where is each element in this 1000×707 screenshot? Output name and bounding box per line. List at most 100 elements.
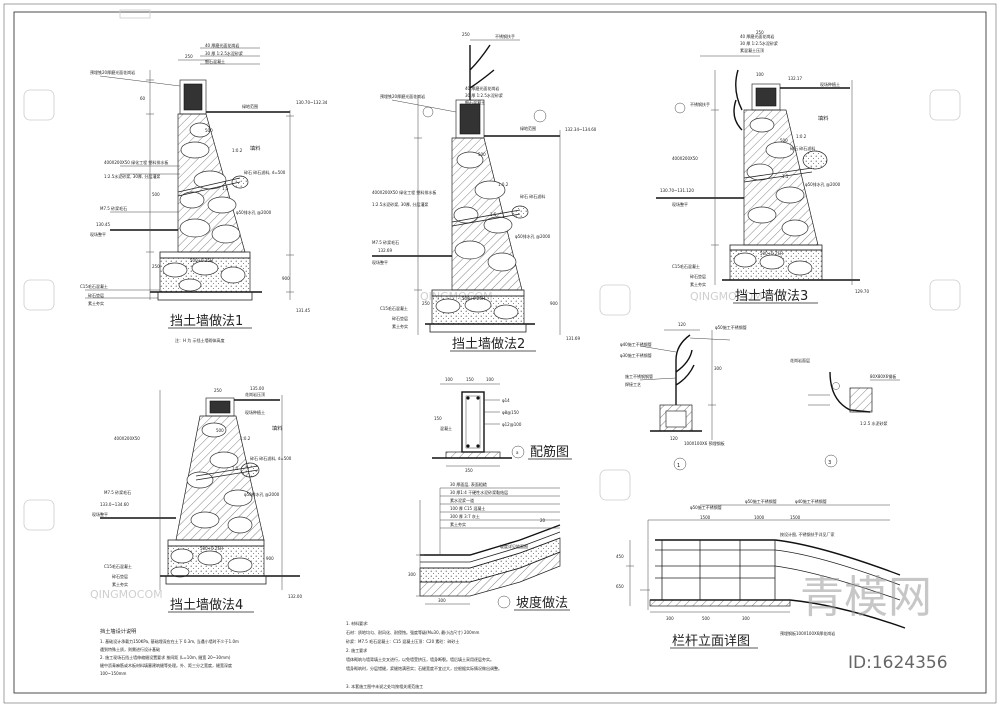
- svg-text:a: a: [516, 450, 519, 455]
- s2-label-11: 现场整平: [372, 259, 388, 265]
- s4-label-9: 碎石垫层: [112, 573, 128, 579]
- notes-mid-line-5: 墙身砌筑时，分层错缝，浆缝饱满密实；石缝宽度不宜过大，应根据实际情况做出调整。: [346, 665, 502, 671]
- handrail-node-1: [639, 329, 731, 471]
- s3-elev-1: 130.70~131.120: [660, 188, 694, 193]
- slope-surface: [420, 524, 561, 556]
- s3-label-0: 40 厚磨光面花岗岩: [740, 33, 774, 39]
- s2-label-4: 预埋铁20厚磨光面花岗岩: [380, 93, 425, 99]
- re-dim-5: 650: [616, 584, 624, 589]
- section-1-wall: [85, 47, 294, 301]
- watermark-logo-text: 青模网: [800, 572, 932, 623]
- s1-title: 挡土墙做法1: [170, 314, 243, 329]
- re-dim-4: 300: [742, 616, 750, 621]
- slope-label-1: 30 厚1:4 干硬性水泥砂浆黏结层: [450, 489, 508, 495]
- s4-elev-1: 133.0~134.60: [100, 502, 129, 507]
- slope-dim-1: 300: [408, 572, 416, 577]
- hr-label-2: φ30施工不锈钢管: [620, 352, 652, 358]
- hr-label-3: 施工不锈钢钢管: [625, 373, 653, 379]
- watermark-id: ID:1624356: [848, 653, 948, 673]
- s3-dim-5: 1:0.2: [796, 134, 807, 139]
- slope-label-2: 素水泥浆一道: [450, 497, 474, 503]
- s2-title: 挡土墙做法2: [452, 337, 525, 352]
- s4-dim-1: 500: [216, 428, 224, 433]
- s1-label-0: 40 厚磨光面花岗岩: [205, 42, 239, 48]
- s2-label-13: 碎石垫层: [392, 315, 408, 321]
- railing-elevation-labels: φ50施工不锈钢管 φ50施工不锈钢管 φ40施工不锈钢管 按设计图, 不锈钢扶…: [616, 498, 835, 649]
- s1-label-12: C15毛石混凝土: [80, 283, 108, 289]
- s3-title: 挡土墙做法3: [735, 289, 808, 304]
- s4-dim-5: 900: [266, 556, 274, 561]
- rebar-label-1: φ8@150: [502, 410, 519, 415]
- s2-elev-1: 132.69: [378, 248, 392, 253]
- s2-dim-6: 1:0.2: [498, 182, 509, 187]
- s3-elev-0: 132.17: [788, 76, 802, 81]
- s1-dim-8: 900: [282, 276, 290, 281]
- notes-left-line-2: 2. 施工现场石挡土墙伸缩缝设置要求 按间距 (L=10m, 缝宽 20~30m…: [100, 654, 231, 660]
- s4-dim-3: 1:5: [232, 466, 239, 471]
- re-dim-6: 450: [616, 554, 624, 559]
- s1-dim-5: 500: [152, 192, 160, 197]
- rebar-beam: [461, 391, 485, 453]
- hr-label-1: φ40施工不锈钢管: [620, 341, 652, 347]
- s3-label-4: 现场种植土: [820, 81, 840, 87]
- s1-subnote: 注：H 为 示挡土墙砌体高度: [175, 337, 225, 343]
- s1-label-5: 填料: [250, 144, 260, 152]
- s2-dim-4: 900: [550, 301, 558, 306]
- re-label-2: φ40施工不锈钢管: [795, 498, 827, 504]
- s2-dim-2: 500+0.25H: [462, 296, 485, 301]
- railing-2: [469, 44, 495, 100]
- re-label-3: 按设计图, 不锈钢扶手详见厂家: [780, 531, 835, 537]
- hr-label-7: 1:2.5 水泥砂浆: [860, 420, 888, 426]
- s1-dim-0: 250: [185, 54, 193, 59]
- notes-mid-line-0: 1. 材料要求:: [346, 620, 368, 626]
- faint-mark-1: QINGMOCOM: [90, 588, 163, 601]
- rebar-dim-3: 350: [465, 468, 473, 473]
- section-3-labels: 40 厚磨光面花岗岩 30 厚 1:2.5水泥砂浆 素混凝土压顶 不锈钢扶手 现…: [660, 30, 869, 304]
- s1-label-6: 400X200X50 绿化工程 塑料排水板: [104, 159, 168, 165]
- s3-label-10: C15毛石混凝土: [672, 263, 700, 269]
- slope-dim-0: 300: [438, 598, 446, 603]
- slope-label-4: 300 厚 3:7 灰土: [450, 513, 480, 519]
- notes-mid-line-4: 墙体砌筑与墙背填土交叉进行，以免墙受挤压，墙身断裂。墙后填土采用逐层夯实。: [346, 656, 494, 662]
- s1-label-11: 现场整平: [90, 231, 106, 237]
- s2-label-1: 30 厚 1:2.5水泥砂浆: [465, 92, 503, 98]
- s1-dim-6: 500+0.25H: [190, 258, 213, 263]
- s3-label-1: 30 厚 1:2.5水泥砂浆: [740, 40, 778, 46]
- s1-label-4: 绿地范围: [242, 103, 258, 109]
- s2-label-12: C15毛石混凝土: [380, 305, 408, 311]
- inner-border: [13, 11, 987, 694]
- s2-label-5: 绿地范围: [520, 125, 536, 131]
- s2-label-8: 碎石 碎石滤料: [520, 193, 545, 199]
- section-2-labels: 40 厚磨光面花岗岩 30 厚 1:2.5水泥砂浆 细石混凝土 不锈钢扶手 预埋…: [372, 32, 597, 352]
- outer-border: [3, 3, 997, 704]
- s3-label-2: 素混凝土压顶: [740, 47, 764, 53]
- s1-label-7: 1:2.5水泥砂浆, 30厚, 分层灌浆: [104, 173, 160, 179]
- s4-label-0: 花岗岩压顶: [245, 391, 265, 397]
- s3-label-6: 400X200X50: [672, 156, 698, 161]
- handrail-node-3: [808, 371, 900, 468]
- s1-dim-1: 60: [140, 96, 146, 101]
- s1-label-13: 碎石垫层: [88, 292, 104, 298]
- re-dim-0: 1500: [700, 515, 711, 520]
- s1-label-10: φ50排水孔 @2000: [236, 209, 272, 215]
- notes-mid-line-3: 2. 施工要求: [346, 647, 367, 653]
- section-1-labels: 40 厚磨光面花岗岩 30 厚 1:2.5水泥砂浆 细石混凝土 预埋铁20厚磨光…: [80, 42, 328, 343]
- s3-label-8: φ50排水孔 @2000: [805, 181, 841, 187]
- s2-label-9: M7.5 砂浆毛石: [372, 239, 399, 245]
- slope-label-0: 30 厚面层, 表面粗糙: [450, 481, 487, 487]
- rebar-footing: [445, 451, 501, 459]
- re-title: 栏杆立面详图: [672, 634, 750, 649]
- s2-label-7: 1:2.5水泥砂浆, 30厚, 分层灌浆: [372, 201, 428, 207]
- s2-label-2: 细石混凝土: [465, 99, 485, 105]
- hr-label-4: 焊接工艺: [625, 381, 641, 387]
- s2-dim-0: 250: [462, 32, 470, 37]
- slope-label-5: 素土夯实: [450, 521, 466, 527]
- re-dim-3: 500: [702, 616, 710, 621]
- hr-marker-1: 1: [677, 463, 680, 469]
- rebar-dim-1: 150: [466, 377, 474, 382]
- slope-base: [419, 537, 561, 583]
- slope-title: 坡度做法: [516, 595, 568, 611]
- s4-dim-4: 1:0.2: [240, 436, 251, 441]
- notes-left-heading: 挡土墙设计说明: [100, 627, 136, 635]
